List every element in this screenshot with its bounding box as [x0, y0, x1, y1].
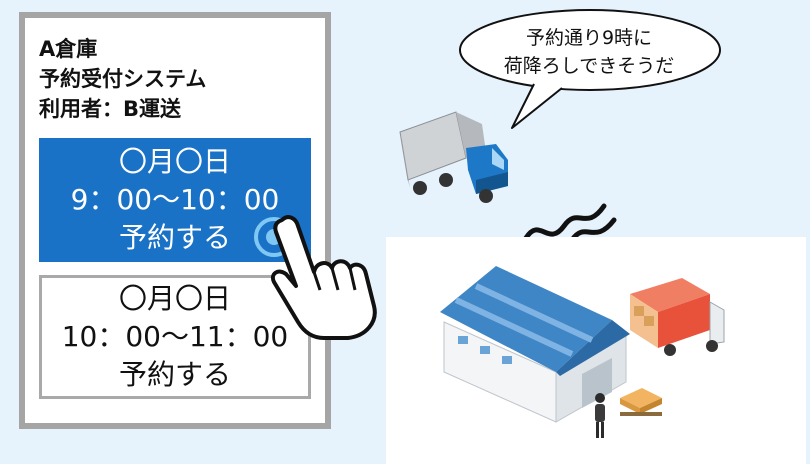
reservation-panel: A倉庫 予約受付システム 利用者：B運送 〇月〇日 9：00～10：00 予約す… — [19, 12, 331, 429]
slot-date: 〇月〇日 — [118, 282, 231, 315]
warehouse-icon — [440, 266, 630, 423]
slot-date: 〇月〇日 — [118, 145, 231, 178]
speech-bubble — [459, 9, 721, 129]
panel-header: A倉庫 予約受付システム 利用者：B運送 — [39, 34, 206, 124]
truck-icon — [399, 111, 508, 203]
slot-time: 10：00～11：00 — [61, 320, 289, 353]
speech-line-1: 予約通り9時に — [525, 27, 653, 49]
slot-10-11-reserve-button[interactable]: 〇月〇日 10：00～11：00 予約する — [39, 275, 311, 399]
pallet-boxes-icon — [620, 388, 662, 416]
speech-line-2: 荷降ろしできそうだ — [503, 55, 675, 77]
speech-text: 予約通り9時に 荷降ろしできそうだ — [484, 24, 694, 80]
system-name: 予約受付システム — [39, 67, 207, 91]
warehouse-name: A倉庫 — [39, 37, 98, 61]
slot-action: 予約する — [118, 358, 231, 391]
pointing-hand-icon — [271, 215, 377, 340]
slot-time: 9：00～10：00 — [70, 183, 280, 216]
worker-icon — [595, 393, 605, 438]
delivery-truck-icon — [630, 278, 725, 356]
slot-action: 予約する — [118, 221, 231, 254]
user-name: 利用者：B運送 — [39, 97, 182, 121]
